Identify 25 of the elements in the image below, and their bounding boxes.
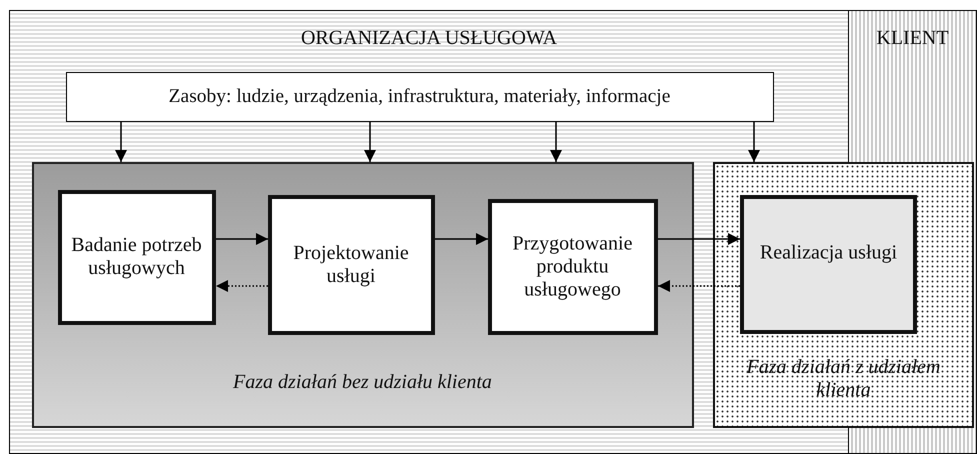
arrow (364, 122, 376, 162)
process-box (740, 195, 917, 334)
arrow (748, 122, 760, 162)
phase-caption: Faza działań z udziałem klienta (746, 356, 942, 402)
arrow (658, 233, 740, 245)
arrow (115, 122, 127, 162)
arrow (216, 280, 268, 292)
arrow (216, 233, 268, 245)
phase-panel (32, 162, 694, 428)
box-label: Projektowanie usługi (292, 242, 410, 288)
arrow (435, 233, 488, 245)
phase-caption: Faza działań bez udziału klienta (232, 370, 493, 394)
box-label: Zasoby: ludzie, urządzenia, infrastruktura, materiały, informacje (168, 85, 672, 108)
box-label: Badanie potrzeb usługowych (70, 234, 203, 280)
phase-panel (713, 162, 974, 428)
box-label: Przygotowanie produktu usługowego (512, 232, 634, 301)
band-title: KLIENT (875, 27, 950, 50)
process-box (268, 194, 434, 334)
band-title: ORGANIZACJA USŁUGOWA (300, 27, 558, 50)
arrow (658, 280, 740, 292)
process-box (488, 198, 658, 334)
arrow (550, 122, 562, 162)
resources-box (66, 72, 774, 122)
box-label: Realizacja usługi (758, 241, 898, 264)
process-box (58, 190, 216, 324)
